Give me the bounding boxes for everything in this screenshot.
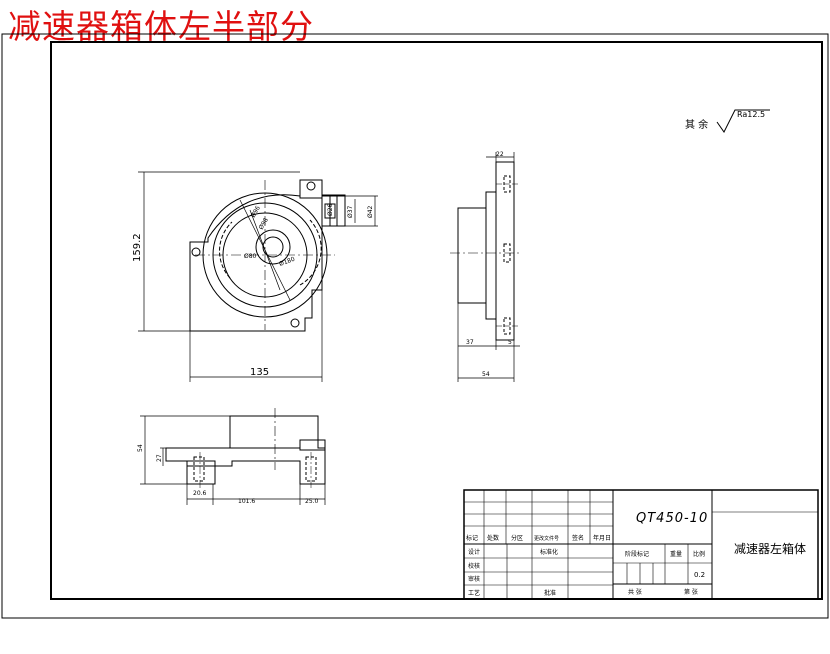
- tb-header-3: 更改文件号: [534, 535, 559, 542]
- front-outline: [189, 179, 346, 332]
- roughness-note: 其 余: [685, 118, 708, 131]
- side-dim-bl: 37: [466, 339, 474, 346]
- bolt-hole-left: [191, 247, 201, 257]
- bottom-dim-right: 25.0: [305, 498, 319, 505]
- dim-d7: Ø42: [367, 205, 374, 218]
- dim-d3: Ø98: [258, 217, 270, 231]
- front-flange: [299, 179, 323, 199]
- tb-weight: 重量: [670, 550, 682, 558]
- tb-stage: 阶段标记: [625, 550, 649, 558]
- bottom-dim-step: 27: [156, 454, 163, 462]
- tb-std: 标准化: [540, 548, 558, 556]
- side-view: [450, 161, 520, 341]
- banner-title: 减速器箱体左半部分: [8, 7, 314, 46]
- tb-header-1: 处数: [487, 534, 499, 542]
- bottom-dim-left: 20.6: [193, 490, 207, 497]
- tb-role-process: 工艺: [468, 589, 480, 597]
- tb-role-review: 审核: [468, 575, 480, 583]
- bottom-view: [165, 408, 326, 490]
- dim-height: 159.2: [132, 233, 143, 262]
- bottom-dim-height: 54: [137, 444, 144, 452]
- tb-header-2: 分区: [511, 534, 523, 542]
- tb-part-name: 减速器左箱体: [734, 541, 806, 556]
- title-block: [463, 489, 819, 600]
- side-dim-overall: 54: [482, 371, 490, 378]
- tb-scale-value: 0.2: [694, 571, 705, 579]
- roughness-icon: [716, 109, 770, 133]
- dim-d1: Ø80: [244, 253, 257, 260]
- tb-role-check: 校核: [468, 562, 480, 570]
- dim-d4: Ø96: [250, 205, 262, 219]
- bolt-hole-bottom: [290, 318, 300, 328]
- bearing-boss: [321, 195, 346, 227]
- dim-width: 135: [250, 367, 269, 378]
- side-dim-top: 22: [496, 151, 504, 158]
- tb-approve: 批准: [544, 589, 556, 597]
- dim-d5: Ø26: [327, 203, 334, 216]
- tb-sheet-no: 第 张: [684, 588, 698, 596]
- tb-header-4: 签名: [572, 534, 584, 542]
- tb-drawing-number: QT450-10: [636, 511, 708, 526]
- roughness-value: Ra12.5: [737, 110, 765, 119]
- side-dim-br: 5: [508, 339, 512, 346]
- front-view: [189, 179, 346, 332]
- tb-sheet-total: 共 张: [628, 588, 642, 596]
- tb-scale: 比例: [693, 550, 705, 558]
- inner-frame: [50, 41, 823, 600]
- bore-center: [255, 229, 291, 265]
- dim-d6: Ø37: [347, 205, 354, 218]
- bolt-hole-top: [306, 181, 316, 191]
- tb-header-5: 年月日: [593, 534, 611, 542]
- outer-frame: [1, 33, 829, 619]
- bottom-dim-middle: 101.6: [238, 498, 255, 505]
- tb-role-design: 设计: [468, 548, 480, 556]
- dim-d2: Ø180: [278, 256, 296, 268]
- tb-header-0: 标记: [466, 534, 478, 542]
